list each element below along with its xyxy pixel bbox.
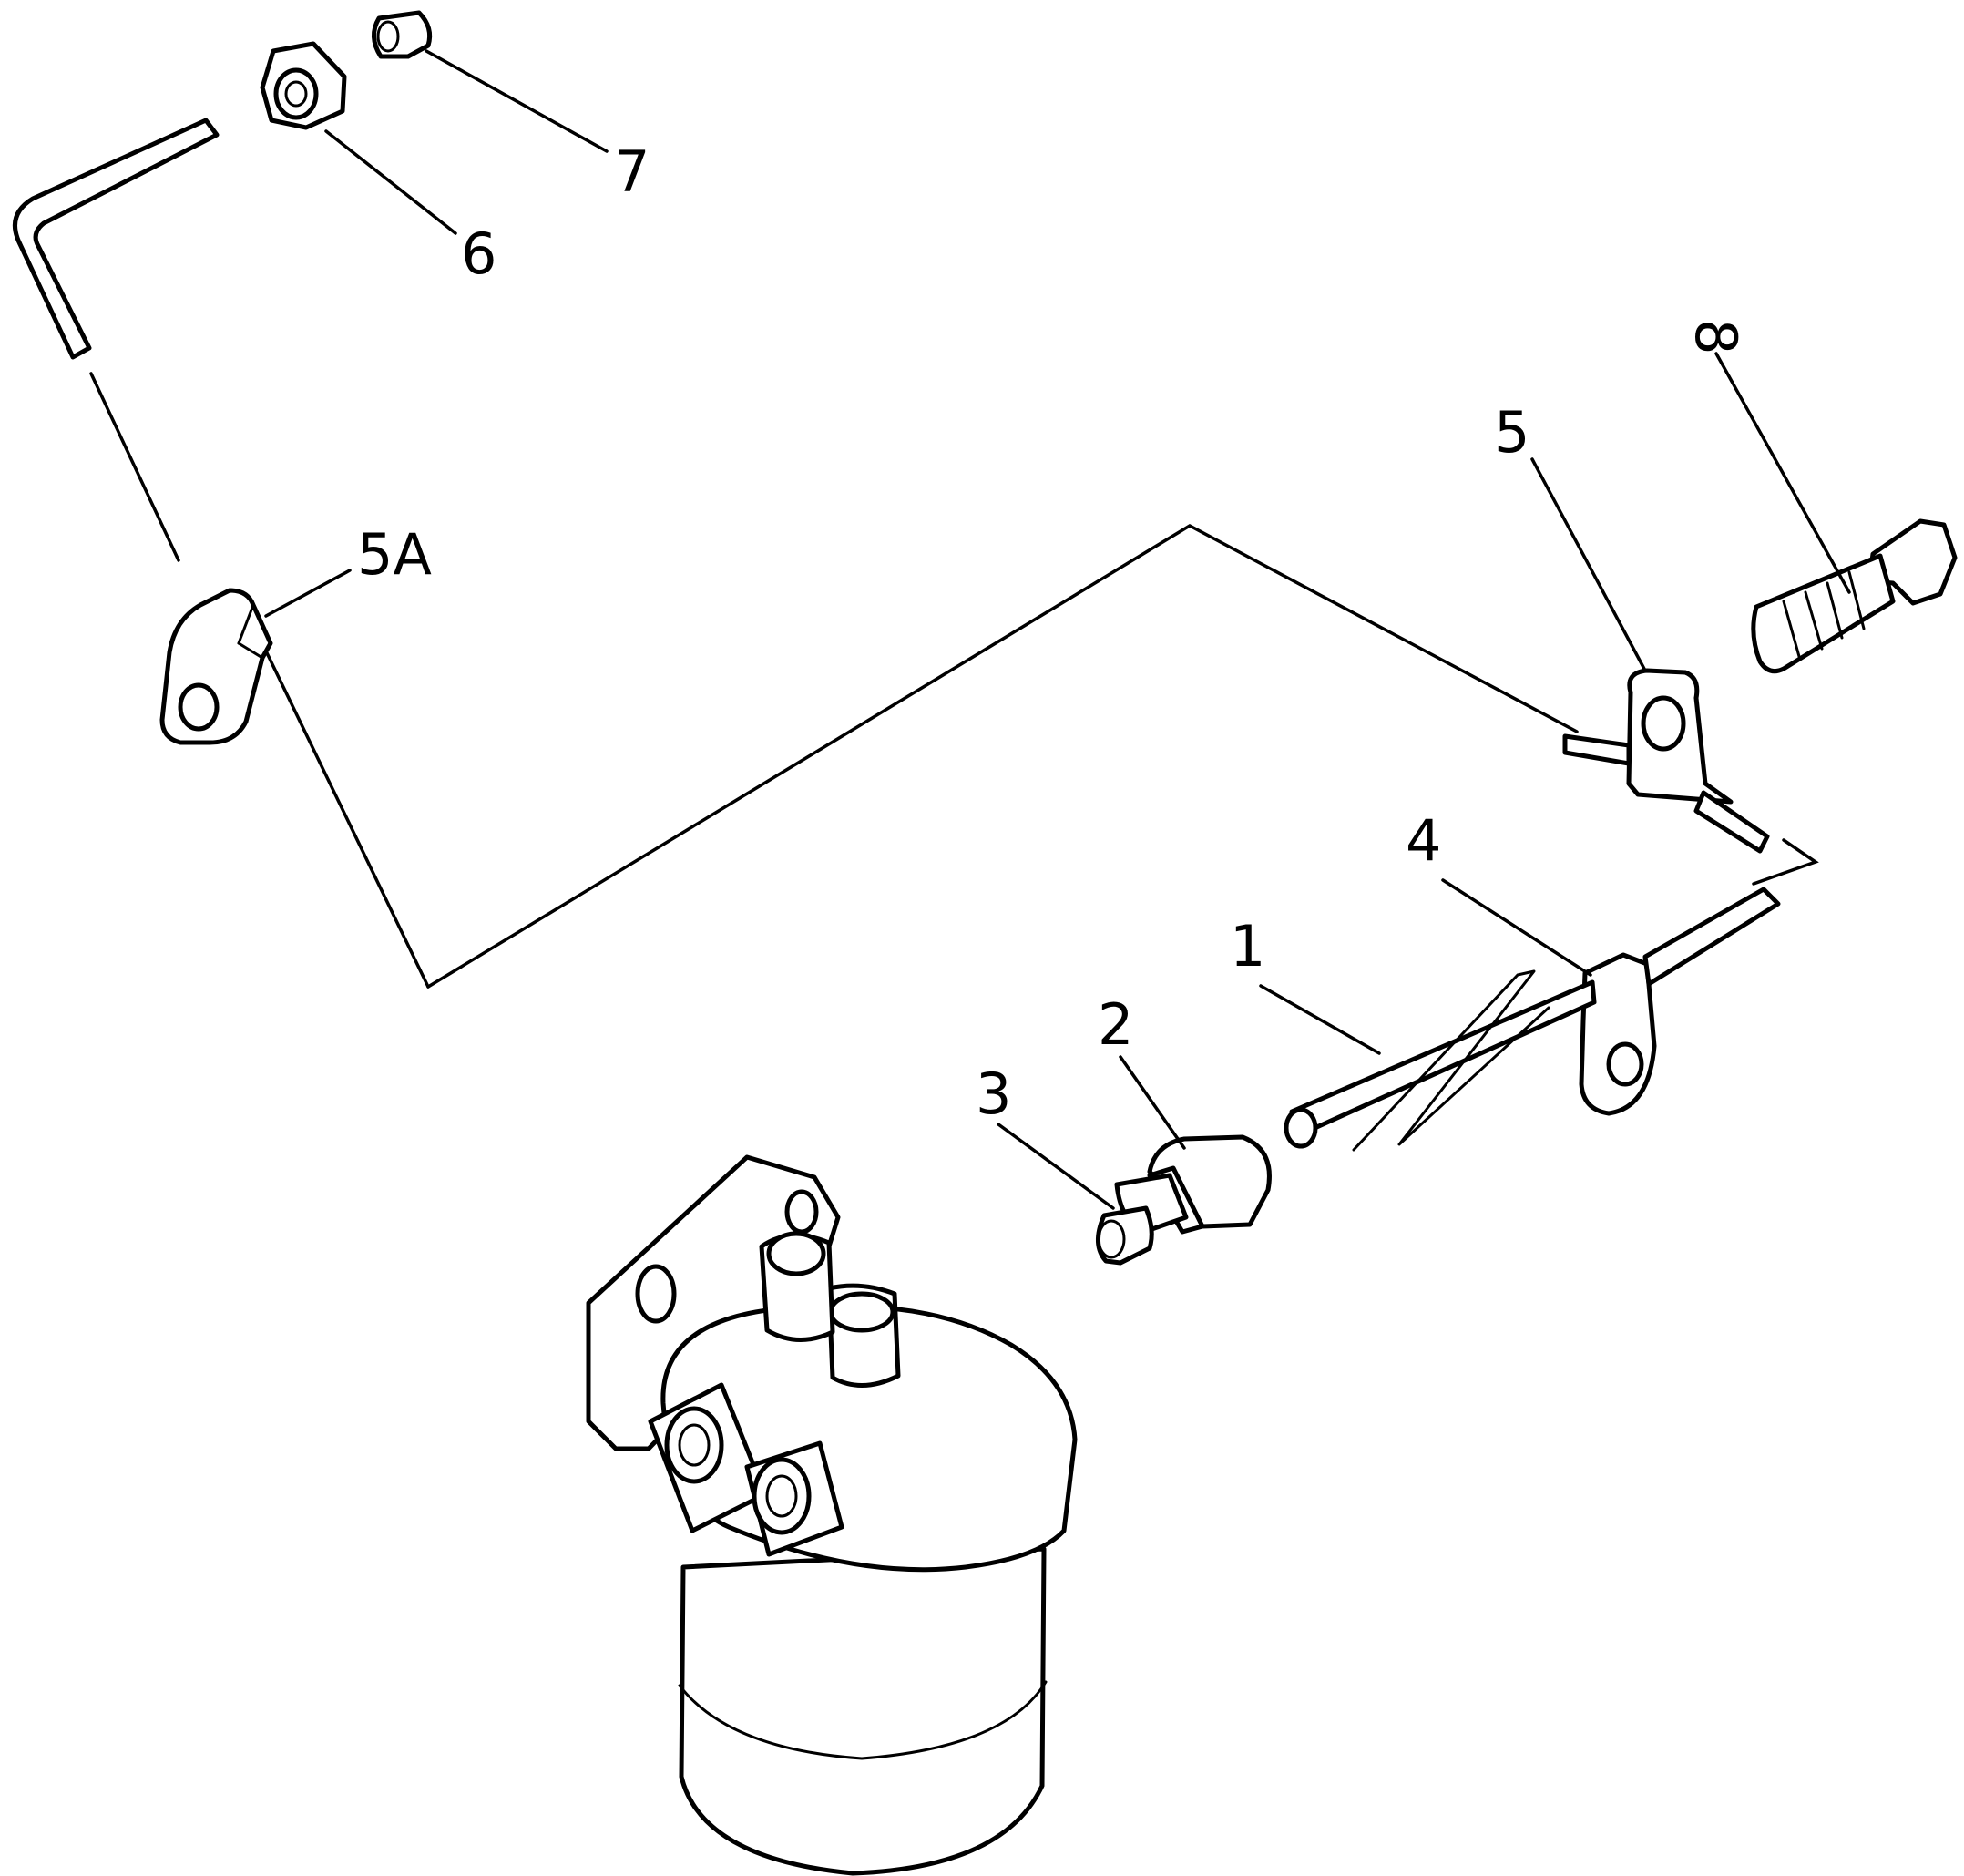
bent-rod [12,118,220,562]
fuel-filter-assembly [586,1154,1078,1876]
part-5a-clip [159,588,273,745]
part-7-sleeve [372,10,433,59]
leader-7 [425,49,609,153]
callout-8: 8 [1683,319,1749,354]
part-2-fitting [1114,1134,1272,1235]
callout-2: 2 [1098,991,1133,1058]
leader-8 [1714,352,1851,594]
callout-5: 5 [1494,399,1529,466]
part-3-cap [1096,1205,1154,1266]
leader-3 [997,1123,1115,1210]
callout-3: 3 [976,1061,1011,1127]
callout-6: 6 [461,220,496,287]
leader-2 [1119,1055,1186,1150]
part-1-spring-rod [1284,969,1597,1152]
part-6-nut [260,41,347,130]
leader-6 [324,129,457,235]
assembly-outline-line [256,523,1819,989]
part-4-bracket [1579,887,1781,1116]
leader-4 [1441,878,1592,977]
leader-5a [264,569,352,618]
part-8-bolt [1751,518,1958,674]
part-5-bracket [1562,668,1770,854]
callout-5a: 5A [357,521,432,588]
leader-1 [1259,984,1381,1055]
callout-7: 7 [614,138,650,205]
callout-4: 4 [1406,807,1441,874]
leader-lines [264,49,1851,1210]
callout-1: 1 [1230,913,1265,979]
leader-5 [1530,457,1647,672]
